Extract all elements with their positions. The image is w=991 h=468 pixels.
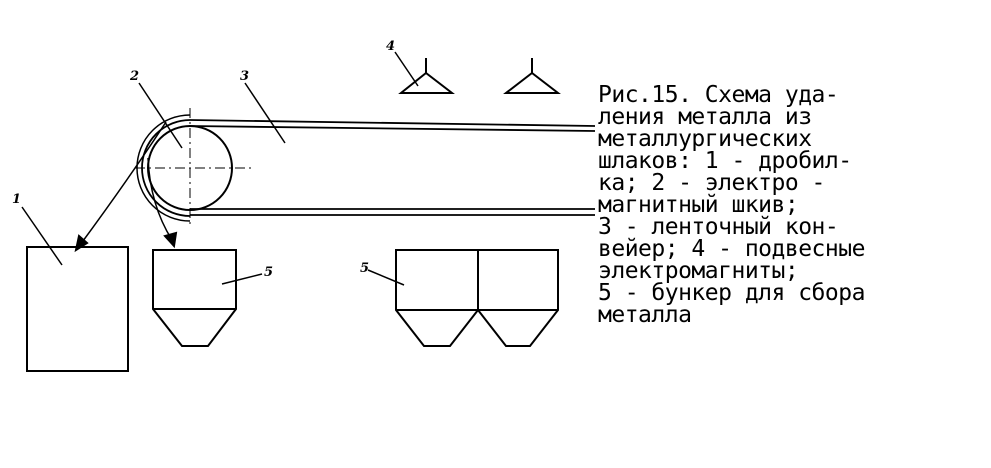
conveyor-top-2 <box>189 125 596 132</box>
caption-line: вейер; 4 - подвесные <box>598 236 865 262</box>
bunker-right-leader <box>367 269 405 286</box>
pulley-belt-wrap-2 <box>136 114 191 222</box>
label-pulley: 2 <box>129 69 139 84</box>
label-bunker-right: 5 <box>360 261 369 276</box>
caption-line: металла <box>598 302 692 328</box>
caption-line: 3 - ленточный кон- <box>598 214 839 240</box>
bunker-left-leader <box>221 273 263 285</box>
conveyor-leader <box>244 82 286 144</box>
caption-line: 5 - бункер для сбора <box>598 280 865 306</box>
slag-trajectory <box>79 121 167 246</box>
bunker-left <box>152 249 237 347</box>
label-magnet: 4 <box>386 39 395 54</box>
electromagnet-1 <box>398 71 455 94</box>
caption-line: шлаков: 1 - дробил- <box>598 148 852 174</box>
caption-line: Рис.15. Схема уда- <box>598 82 839 108</box>
label-bunker-left: 5 <box>264 265 273 280</box>
conveyor-top-1 <box>189 119 596 127</box>
magnet-leader <box>394 51 419 87</box>
caption-line: ления металла из <box>598 104 812 130</box>
caption-line: металлургических <box>598 126 812 152</box>
crusher-box <box>26 246 129 372</box>
label-crusher: 1 <box>12 192 21 207</box>
bunker-right <box>395 249 559 347</box>
caption-line: магнитный шкив; <box>598 192 799 218</box>
metal-trajectory <box>147 157 173 241</box>
slag-arrowhead <box>74 234 89 253</box>
label-conveyor: 3 <box>240 69 249 84</box>
crusher-leader <box>21 206 63 266</box>
caption-line: электромагниты; <box>598 258 799 284</box>
metal-arrowhead <box>163 231 178 249</box>
figure-caption: Рис.15. Схема уда- ления металла из мета… <box>598 82 978 328</box>
pulley-leader <box>138 82 183 149</box>
electromagnet-2 <box>503 71 561 94</box>
caption-line: ка; 2 - электро - <box>598 170 825 196</box>
pulley-belt-wrap-1 <box>141 119 191 217</box>
